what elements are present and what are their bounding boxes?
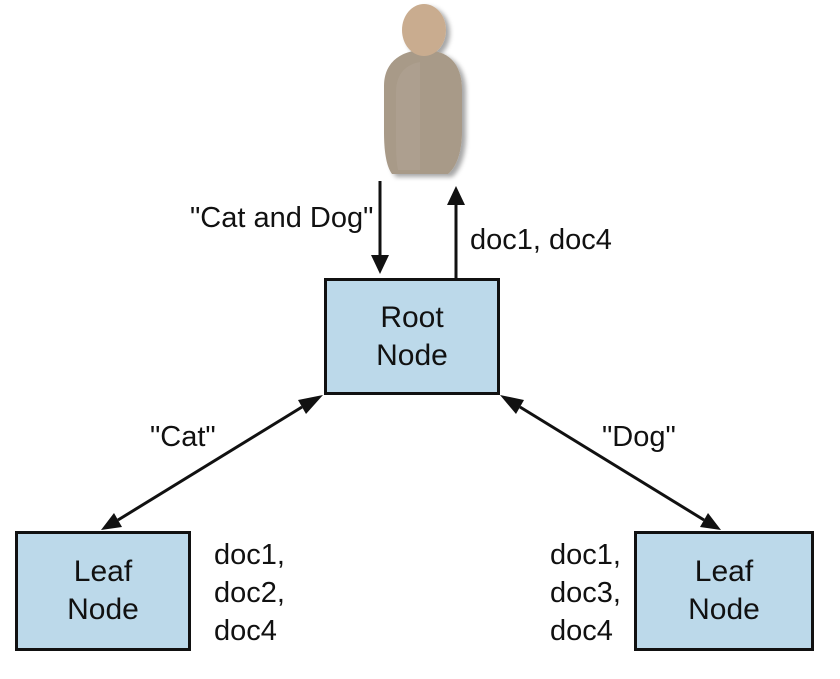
leaf-left-result-item: doc2,: [214, 577, 285, 609]
right-edge-arrowhead-root: [500, 395, 524, 414]
leaf-left-results: doc1, doc2, doc4: [214, 536, 285, 650]
root-node-label-line1: Root: [380, 300, 444, 334]
leaf-right-results: doc1, doc3, doc4: [550, 536, 621, 650]
leaf-node-right: Leaf Node: [634, 531, 814, 651]
right-edge-label: "Dog": [602, 421, 676, 453]
leaf-left-result-item: doc1,: [214, 539, 285, 571]
leaf-node-right-label-line2: Node: [688, 593, 760, 626]
query-arrowhead: [371, 255, 389, 274]
left-edge-arrowhead-root: [298, 395, 323, 414]
leaf-node-left: Leaf Node: [15, 531, 191, 651]
right-edge-arrowhead-leaf: [700, 513, 721, 530]
root-node-label-line2: Node: [376, 338, 448, 372]
leaf-left-result-item: doc4: [214, 615, 277, 647]
leaf-node-right-label-line1: Leaf: [694, 555, 754, 588]
leaf-right-result-item: doc1,: [550, 539, 621, 571]
leaf-node-left-label-line1: Leaf: [73, 555, 133, 588]
query-label: "Cat and Dog": [190, 202, 374, 234]
right-edge-line: [519, 405, 705, 522]
leaf-right-result-item: doc3,: [550, 577, 621, 609]
left-edge-line: [117, 405, 303, 522]
root-node: Root Node: [324, 278, 500, 395]
result-label: doc1, doc4: [470, 224, 612, 256]
left-edge-label: "Cat": [150, 421, 216, 453]
left-edge-arrowhead-leaf: [101, 513, 122, 530]
leaf-right-result-item: doc4: [550, 615, 613, 647]
leaf-node-left-label-line2: Node: [67, 593, 139, 626]
result-arrowhead: [447, 186, 465, 205]
person-icon-highlight: [396, 62, 420, 170]
person-icon: [384, 4, 462, 174]
